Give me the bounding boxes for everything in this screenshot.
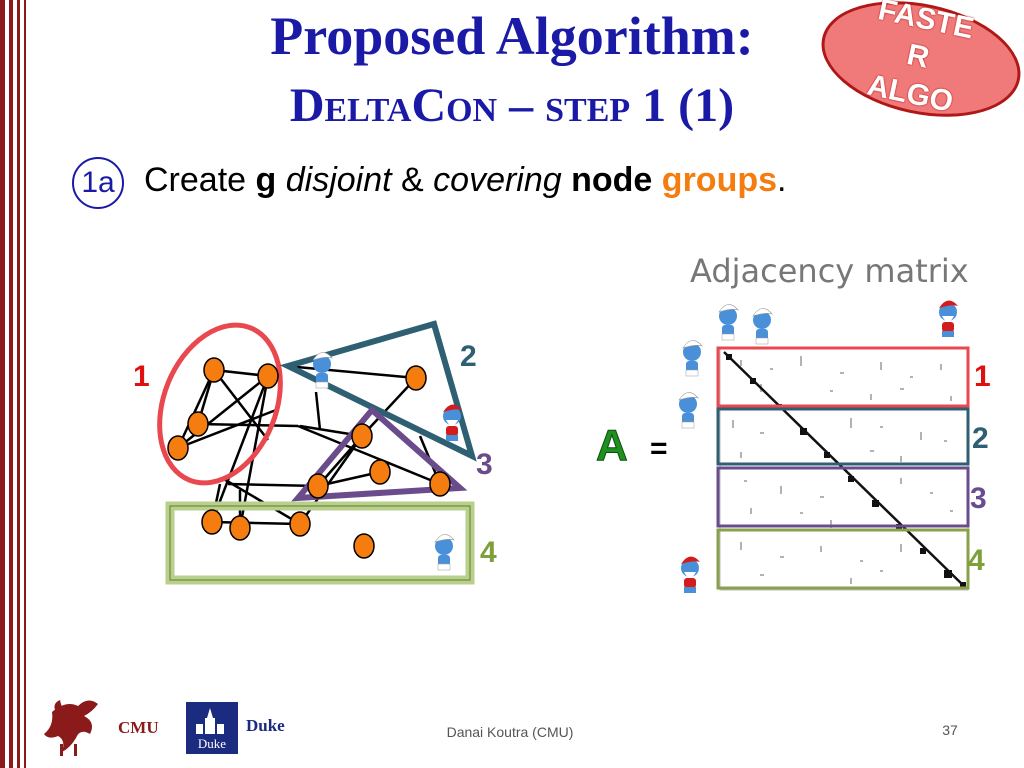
matrix-group4-band — [716, 528, 970, 590]
matrix-group3-band — [716, 466, 970, 528]
equals-sign: = — [650, 432, 668, 465]
text-groups: groups — [661, 161, 778, 199]
smurf-character-icon — [939, 300, 958, 337]
slide-title-line1: Proposed Algorithm: — [270, 6, 754, 66]
matrix-group-label-3: 3 — [970, 482, 987, 515]
text-period: . — [777, 161, 787, 199]
matrix-group-label-1: 1 — [974, 360, 991, 393]
title-algorithm-name: DeltaCon — [289, 79, 498, 132]
matrix-group2-band — [716, 407, 970, 466]
text-g: g — [255, 161, 277, 199]
left-bar-3 — [17, 0, 20, 768]
graph-nodes — [167, 357, 451, 559]
smurf-character-icon — [682, 339, 703, 377]
title-dash: – — [497, 79, 546, 132]
matrix-group-label-4: 4 — [968, 544, 985, 577]
smurf-character-icon — [752, 307, 773, 345]
text-covering: covering — [433, 161, 562, 199]
page-number: 37 — [942, 722, 958, 738]
footer-cmu-label: CMU — [118, 718, 159, 737]
footer-author: Danai Koutra (CMU) — [446, 724, 574, 740]
group2-triangle — [279, 320, 477, 462]
bullet-text: Create g disjoint & covering node groups… — [144, 158, 786, 202]
title-step-number: 1 (1) — [630, 79, 735, 132]
graph-group-label-2: 2 — [460, 340, 477, 373]
smurf-character-icon — [434, 533, 455, 571]
left-bar-2 — [9, 0, 13, 768]
duke-chapel-logo-icon: Duke — [186, 702, 238, 754]
adjacency-matrix-label: Adjacency matrix — [690, 252, 969, 290]
text-node: node — [571, 161, 653, 199]
graph-group-label-1: 1 — [133, 360, 150, 393]
left-bar-4 — [24, 0, 26, 768]
group3-triangle — [291, 405, 468, 502]
text-disjoint: disjoint — [285, 161, 392, 199]
slide-title-line2: DeltaCon – step 1 (1) — [0, 78, 1024, 134]
text-create: Create — [144, 161, 256, 199]
svg-text:Duke: Duke — [198, 736, 226, 751]
smurf-character-icon — [678, 391, 699, 429]
footer-duke-label: Duke — [246, 716, 285, 735]
step-bullet: 1a — [72, 157, 124, 209]
text-amp: & — [391, 161, 434, 199]
matrix-group-label-2: 2 — [972, 422, 989, 455]
left-bar-1 — [0, 0, 5, 768]
smurf-character-icon — [681, 556, 700, 593]
group1-ellipse — [157, 322, 283, 486]
graph-group-label-3: 3 — [476, 448, 493, 481]
smurf-character-icon — [718, 303, 739, 341]
group4-rect-edge — [169, 505, 471, 581]
cmu-griffin-logo-icon — [44, 700, 98, 756]
title-step: step — [545, 79, 631, 132]
matrix-group1-band — [716, 346, 970, 408]
adjacency-matrix — [716, 346, 970, 591]
graph-group-label-4: 4 — [480, 536, 497, 569]
matrix-symbol-a: A — [596, 421, 628, 470]
